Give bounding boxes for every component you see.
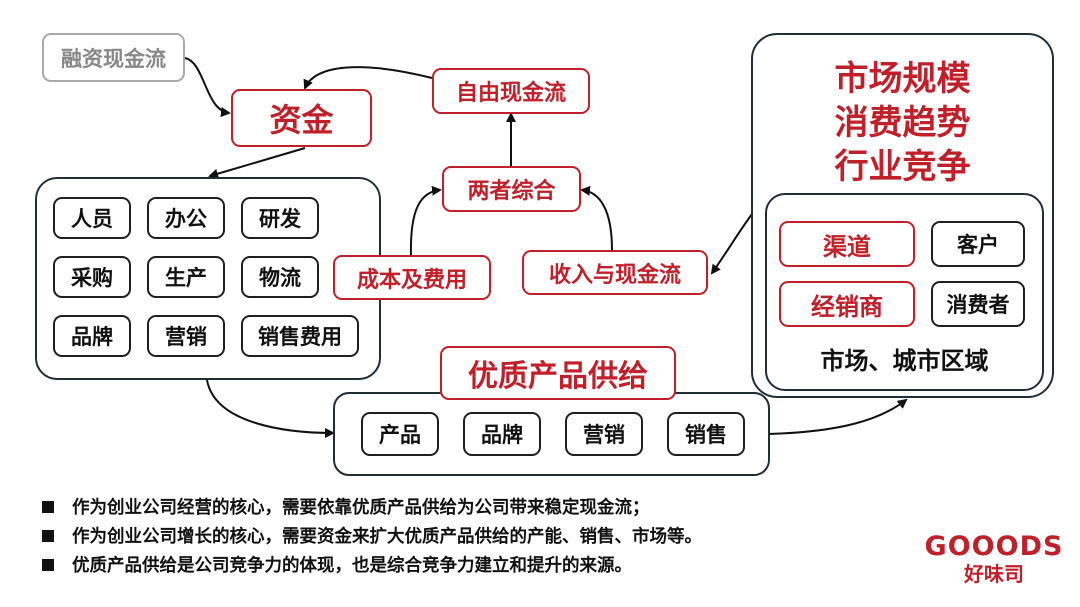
- market-headline: 市场规模 消费趋势 行业竞争: [753, 57, 1052, 189]
- arrow-free-cash-to-capital: [303, 66, 433, 90]
- bullet-text: 作为创业公司经营的核心，需要依靠优质产品供给为公司带来稳定现金流；: [72, 498, 650, 518]
- channel-panel: 渠道 客户 经销商 消费者 市场、城市区域: [765, 193, 1044, 391]
- bullet-item: 作为创业公司经营的核心，需要依靠优质产品供给为公司带来稳定现金流；: [42, 494, 650, 519]
- arrow-resources-to-supply: [206, 379, 335, 438]
- logo: GOOODS 好味司: [924, 531, 1064, 587]
- revenue-cashflow-box: 收入与现金流: [522, 250, 708, 295]
- channel-box: 渠道: [779, 221, 915, 267]
- bullet-square-icon: [42, 558, 54, 571]
- supply-item: 销售: [667, 412, 745, 456]
- resource-item: 物流: [241, 256, 319, 298]
- arrow-cost-to-combined: [409, 185, 442, 256]
- customer-box: 客户: [931, 221, 1025, 267]
- market-area-label: 市场、城市区域: [820, 347, 989, 375]
- resources-panel: 人员 办公 研发 采购 生产 物流 品牌 营销 销售费用: [35, 177, 381, 380]
- quality-supply-title: 优质产品供给: [440, 346, 676, 400]
- bullet-item: 优质产品供给是公司竞争力的体现，也是综合竞争力建立和提升的来源。: [42, 552, 632, 577]
- arrow-capital-to-resources: [208, 147, 306, 179]
- arrow-market-to-revenue: [710, 213, 753, 275]
- bullet-square-icon: [42, 500, 54, 513]
- resource-item: 品牌: [53, 315, 131, 357]
- resource-item: 生产: [147, 256, 225, 298]
- financing-cashflow-box: 融资现金流: [42, 33, 185, 82]
- free-cashflow-box: 自由现金流: [432, 68, 590, 114]
- bullet-text: 优质产品供给是公司竞争力的体现，也是综合竞争力建立和提升的来源。: [72, 556, 632, 576]
- supply-item: 品牌: [463, 412, 541, 456]
- logo-brand: GOOODS: [924, 531, 1064, 562]
- supply-panel: 产品 品牌 营销 销售: [333, 392, 770, 476]
- supply-item: 营销: [565, 412, 643, 456]
- bullet-square-icon: [42, 529, 54, 542]
- consumer-box: 消费者: [931, 281, 1025, 327]
- bullet-item: 作为创业公司增长的核心，需要资金来扩大优质产品供给的产能、销售、市场等。: [42, 523, 702, 548]
- arrow-revenue-to-combined: [580, 185, 613, 251]
- resource-item: 销售费用: [241, 315, 359, 357]
- resource-item: 人员: [53, 197, 131, 239]
- resource-item: 营销: [147, 315, 225, 357]
- market-panel: 市场规模 消费趋势 行业竞争 渠道 客户 经销商 消费者 市场、城市区域: [751, 33, 1054, 398]
- resource-item: 采购: [53, 256, 131, 298]
- dealer-box: 经销商: [779, 281, 915, 327]
- combined-box: 两者综合: [442, 166, 581, 212]
- market-line: 市场规模: [834, 59, 971, 99]
- supply-item: 产品: [361, 412, 439, 456]
- resource-item: 办公: [147, 197, 225, 239]
- arrow-supply-to-market: [767, 398, 908, 435]
- resource-item: 研发: [241, 197, 319, 239]
- market-line: 消费趋势: [834, 103, 971, 143]
- cost-expense-box: 成本及费用: [333, 255, 491, 300]
- arrow-financing-to-capital: [184, 57, 231, 117]
- capital-box: 资金: [231, 89, 372, 147]
- bullet-text: 作为创业公司增长的核心，需要资金来扩大优质产品供给的产能、销售、市场等。: [72, 527, 702, 547]
- logo-cn: 好味司: [964, 562, 1024, 586]
- market-line: 行业竞争: [834, 147, 971, 187]
